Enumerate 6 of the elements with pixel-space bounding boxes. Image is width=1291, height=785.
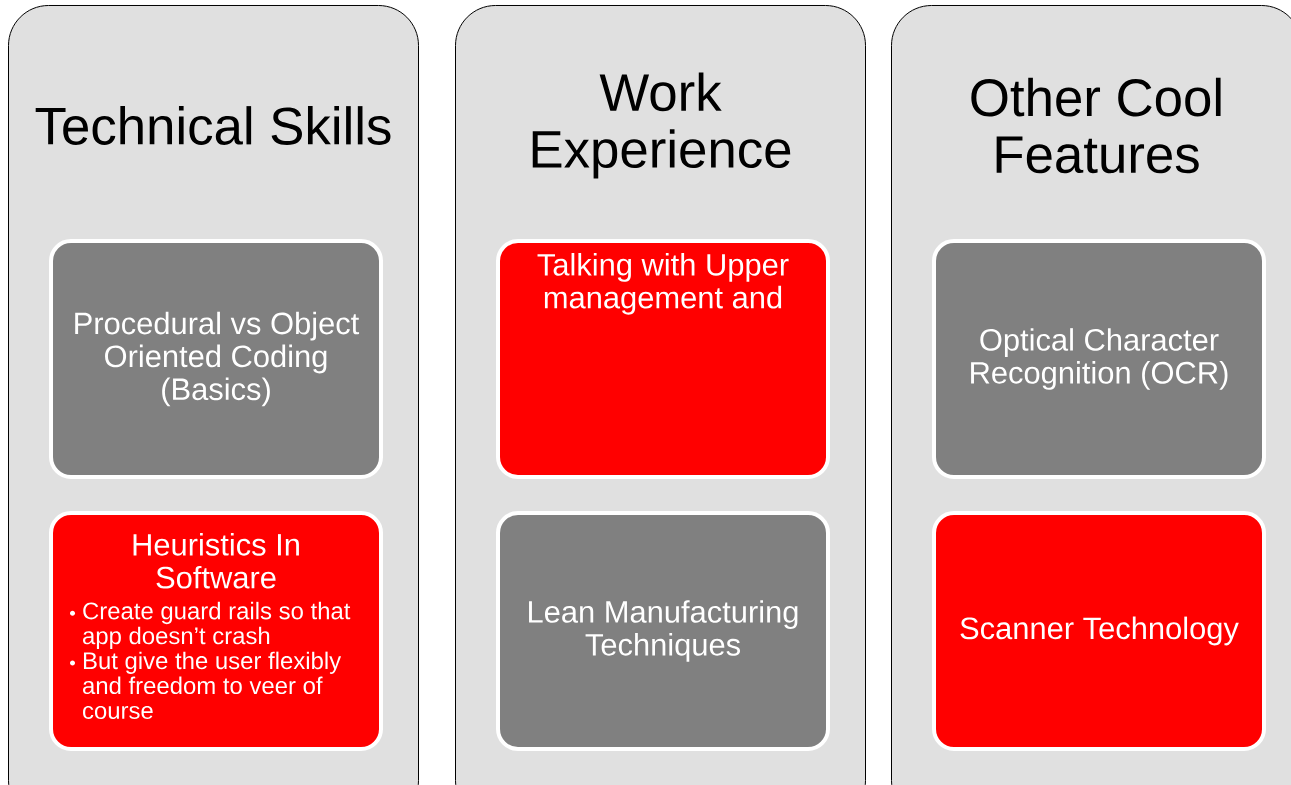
topic-box: Heuristics In Software Create guard rails so that app doesn’t crash But give the user flexibly and freedom to veer of course — [49, 511, 383, 751]
topic-box: Optical Character Recognition (OCR) — [932, 239, 1266, 479]
topic-box: Talking with Upper management and — [496, 239, 830, 479]
topic-box: Scanner Technology — [932, 511, 1266, 751]
topic-box: Lean Manufacturing Techniques — [496, 511, 830, 751]
topic-box: Procedural vs Object Oriented Coding (Basics) — [49, 239, 383, 479]
